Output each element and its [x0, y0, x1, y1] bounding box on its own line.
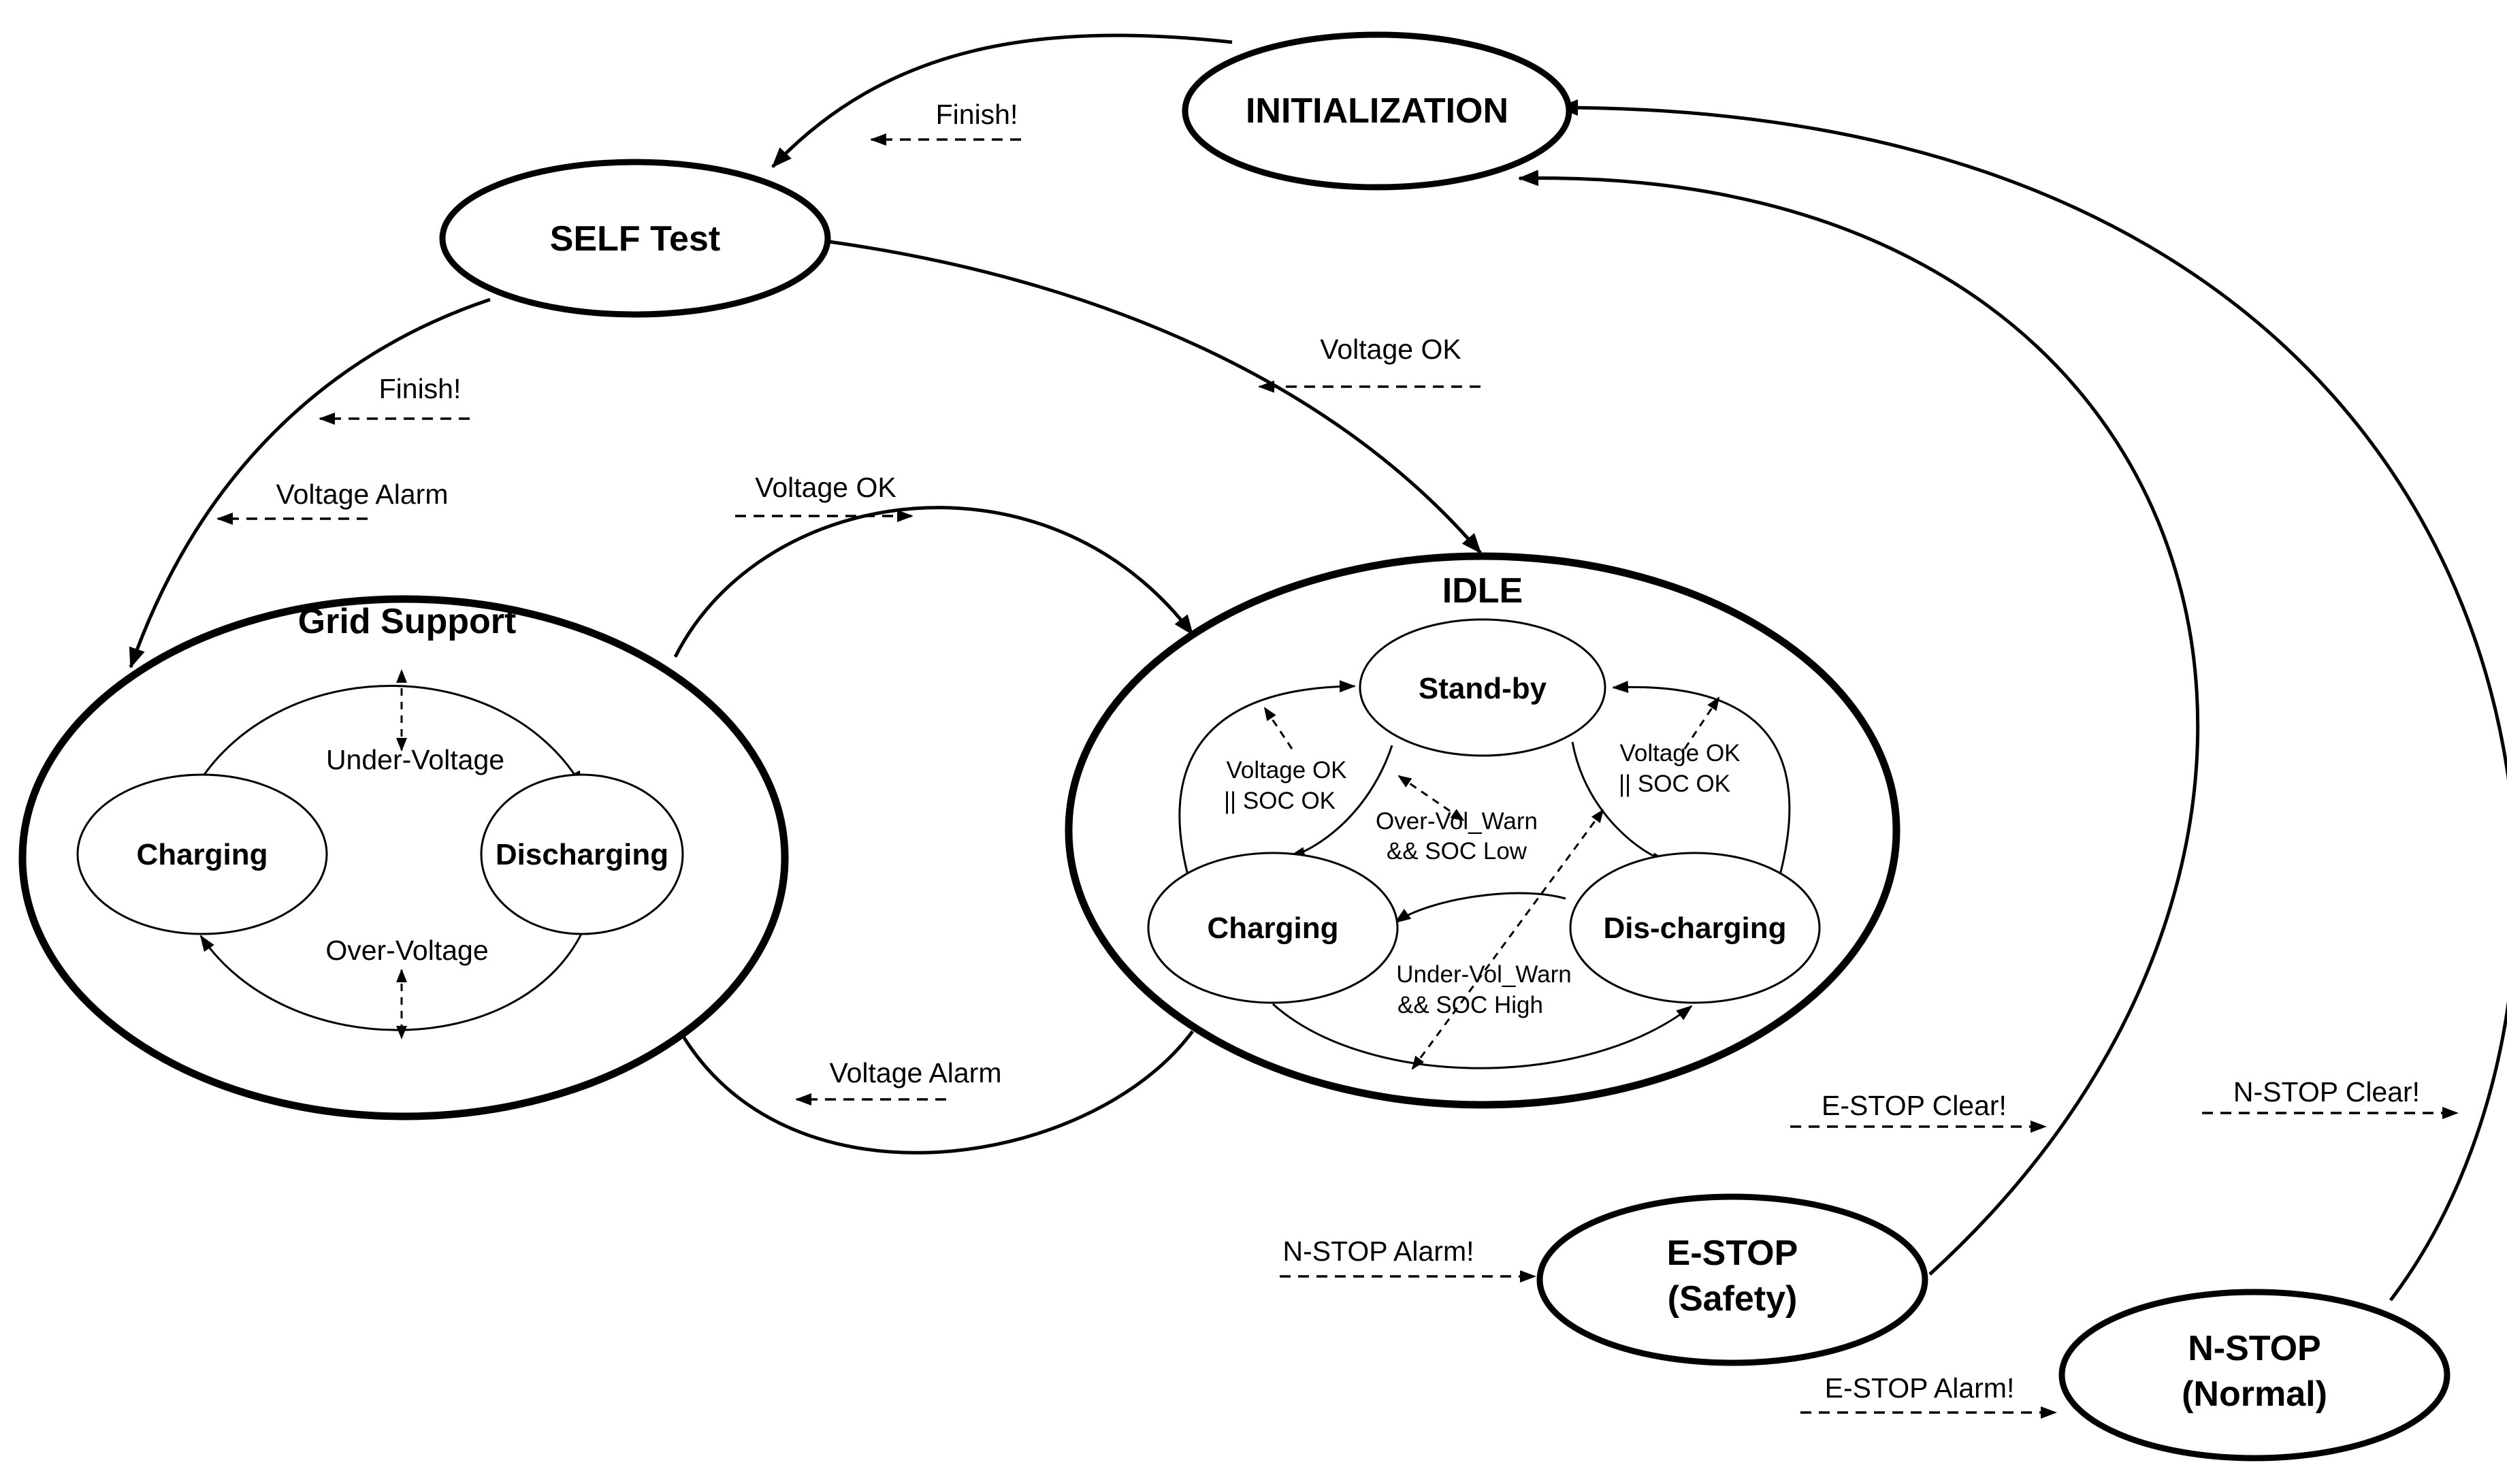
idle-under-cond-line1: Under-Vol_Warn	[1396, 961, 1571, 988]
idle-right-cond-line2: || SOC OK	[1619, 771, 1730, 797]
estop-label-line2: (Safety)	[1668, 1279, 1798, 1319]
grid-support-title: Grid Support	[298, 602, 517, 641]
edge-idle-to-grid	[672, 1018, 1195, 1155]
idle-right-cond-line1: Voltage OK	[1619, 740, 1740, 767]
label-nstop-clear: N-STOP Clear!	[2233, 1076, 2420, 1108]
idle-right-cond-dashed	[1683, 696, 1720, 749]
initialization-label: INITIALIZATION	[1246, 91, 1508, 131]
idle-title: IDLE	[1442, 571, 1523, 611]
label-self-to-grid-finish: Finish!	[379, 373, 462, 404]
label-estop-clear: E-STOP Clear!	[1822, 1090, 2007, 1121]
edge-estop-to-init	[1518, 170, 2200, 1276]
idle-over-cond-line2: && SOC Low	[1387, 838, 1527, 865]
idle-over-cond-line1: Over-Vol_Warn	[1376, 808, 1538, 835]
estop-label-line1: E-STOP	[1667, 1233, 1798, 1273]
grid-discharging-state[interactable]	[480, 773, 684, 935]
edge-nstop-to-init	[1557, 99, 2507, 1302]
idle-left-cond-line1: Voltage OK	[1226, 757, 1346, 784]
grid-over-voltage-label: Over-Voltage	[325, 935, 488, 966]
label-estop-alarm: E-STOP Alarm!	[1825, 1372, 2015, 1404]
idle-left-cond-dashed	[1263, 707, 1293, 749]
idle-charging-label: Charging	[1207, 912, 1338, 945]
edge-init-to-self	[771, 33, 1233, 168]
state-estop[interactable]	[1536, 1193, 1928, 1366]
edge-self-to-grid	[129, 297, 491, 668]
state-initialization[interactable]	[1182, 31, 1572, 191]
label-init-to-self: Finish!	[936, 99, 1018, 130]
edge-idle-charging-to-standby	[1178, 680, 1356, 875]
self-test-label: SELF Test	[550, 219, 720, 259]
edge-self-to-idle	[828, 240, 1482, 554]
state-grid-support[interactable]	[18, 595, 789, 1120]
idle-standby-state[interactable]	[1359, 618, 1606, 757]
grid-discharging-label: Discharging	[496, 838, 668, 871]
grid-under-voltage-label: Under-Voltage	[326, 744, 504, 775]
state-self-test[interactable]	[439, 159, 831, 318]
label-idle-to-grid: Voltage Alarm	[830, 1057, 1002, 1088]
edge-grid-to-idle	[673, 506, 1194, 658]
state-nstop[interactable]	[2058, 1289, 2451, 1462]
label-self-to-grid-alarm: Voltage Alarm	[276, 479, 449, 510]
nstop-label-line1: N-STOP	[2188, 1329, 2321, 1368]
label-nstop-alarm: N-STOP Alarm!	[1283, 1236, 1474, 1267]
label-self-to-idle: Voltage OK	[1320, 334, 1461, 365]
idle-left-cond-line2: || SOC OK	[1224, 788, 1336, 814]
idle-standby-label: Stand-by	[1419, 672, 1547, 705]
edge-grid-charging-to-discharging	[199, 685, 583, 788]
idle-charging-state[interactable]	[1147, 852, 1399, 1004]
edge-idle-standby-to-charging	[1289, 745, 1393, 859]
idle-under-cond-line2: && SOC High	[1397, 992, 1543, 1018]
grid-charging-state[interactable]	[76, 773, 328, 935]
edge-idle-discharging-to-standby	[1612, 681, 1791, 875]
label-grid-to-idle: Voltage OK	[755, 472, 896, 503]
idle-discharging-label: Dis-charging	[1604, 912, 1787, 945]
grid-charging-label: Charging	[136, 838, 268, 871]
nstop-label-line2: (Normal)	[2182, 1374, 2327, 1414]
